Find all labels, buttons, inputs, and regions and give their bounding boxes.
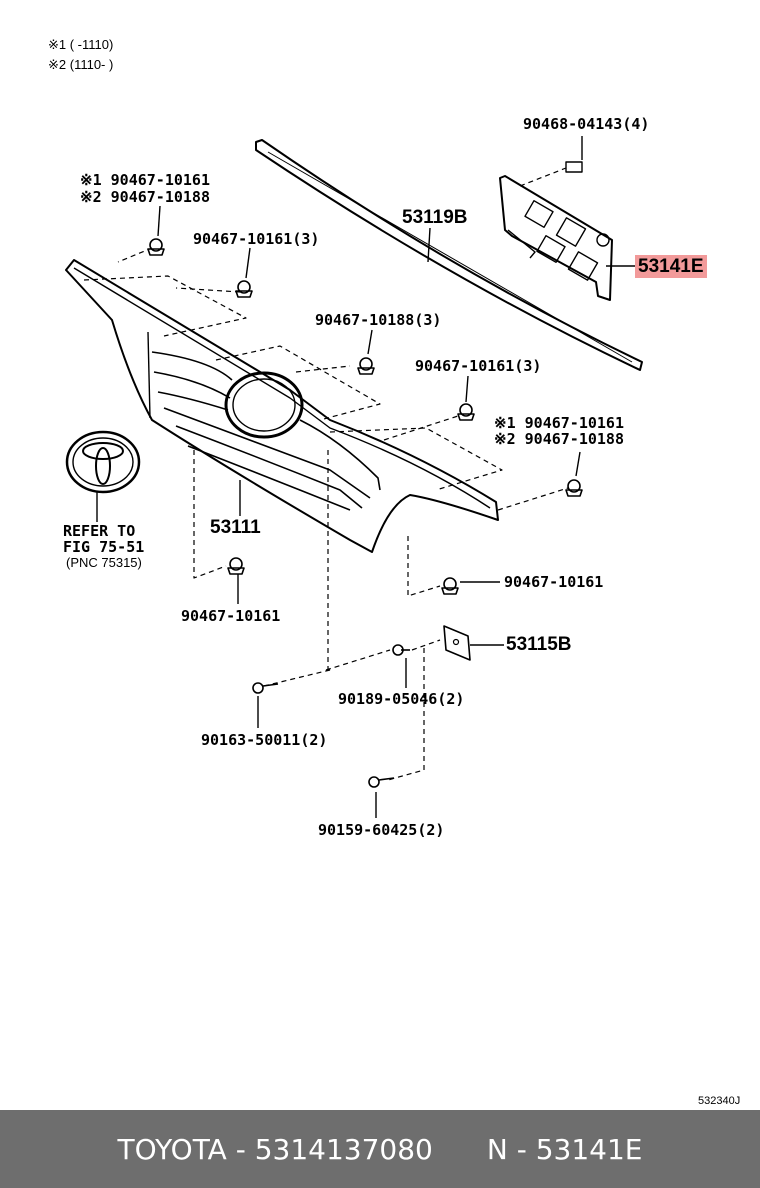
refer-line-2[interactable]: FIG 75-51: [63, 538, 145, 556]
bracket-53141e: [499, 175, 613, 301]
note-1: ※1 ( -1110): [48, 37, 114, 52]
grille-outline: [65, 259, 499, 553]
label-53115b[interactable]: 53115B: [506, 634, 572, 655]
emblem-ring: [224, 371, 304, 439]
label-53119b[interactable]: 53119B: [402, 207, 468, 228]
refer-line-3: (PNC 75315): [66, 555, 142, 570]
label-90467-10161-3-upper[interactable]: 90467-10161(3): [193, 230, 320, 248]
note-2: ※2 (1110- ): [48, 57, 114, 72]
label-90467-10161-3-lower[interactable]: 90467-10161(3): [415, 357, 542, 375]
refer-line-1: REFER TO: [63, 522, 136, 540]
label-note1-90467-10161[interactable]: ※1 90467-10161: [80, 171, 210, 189]
label-53111[interactable]: 53111: [210, 517, 261, 538]
figure-code: 532340J: [698, 1095, 741, 1107]
diagram-drawing: [65, 136, 643, 818]
label-90467-10161-right[interactable]: 90467-10161: [504, 573, 604, 591]
label-90159-60425[interactable]: 90159-60425(2): [318, 821, 445, 839]
label-note1-90467-10161-right[interactable]: ※1 90467-10161: [494, 414, 624, 432]
label-90189-05046[interactable]: 90189-05046(2): [338, 690, 465, 708]
footer-part-number: TOYOTA - 5314137080: [117, 1132, 433, 1166]
label-90163-50011[interactable]: 90163-50011(2): [201, 731, 328, 749]
label-note2-90467-10188-right[interactable]: ※2 90467-10188: [494, 430, 624, 448]
plate-53115b: [443, 625, 471, 661]
label-note2-90467-10188[interactable]: ※2 90467-10188: [80, 188, 210, 206]
toyota-emblem: [65, 430, 141, 494]
parts-diagram: ※1 ( -1110) ※2 (1110- ) 90468-04143(4) 5…: [48, 37, 741, 1107]
footer-pnc: N - 53141E: [486, 1132, 643, 1166]
label-90467-10161-left[interactable]: 90467-10161: [181, 607, 281, 625]
label-53141e-highlighted[interactable]: 53141E: [635, 255, 707, 278]
label-90467-10188-3[interactable]: 90467-10188(3): [315, 311, 442, 329]
molding-strip: [255, 139, 643, 371]
label-90468-04143[interactable]: 90468-04143(4): [523, 115, 650, 133]
part-footer-bar: TOYOTA - 5314137080 N - 53141E: [0, 1110, 760, 1188]
